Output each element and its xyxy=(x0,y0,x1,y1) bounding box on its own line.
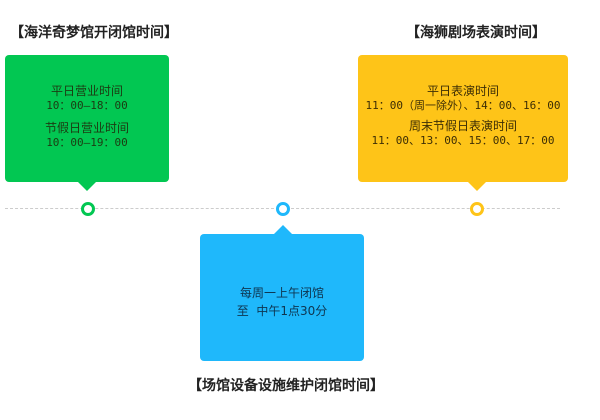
weekday-show-label: 平日表演时间 xyxy=(426,84,499,98)
holiday-hours-value: 10：00—19：00 xyxy=(46,136,128,149)
timeline-dot-ocean-dream xyxy=(81,202,95,216)
weekend-show-times: 11：00、13：00、15：00、17：00 xyxy=(371,134,555,147)
maintenance-card-pointer xyxy=(274,225,292,234)
lion-show-heading: 【海狮剧场表演时间】 xyxy=(406,25,546,41)
timeline-dot-lion-show xyxy=(470,202,484,216)
weekday-show-times: 11：00（周一除外）、14：00、16：00 xyxy=(365,99,561,112)
ocean-dream-card-pointer xyxy=(78,182,96,191)
maintenance-line-1: 每周一上午闭馆 xyxy=(239,286,324,300)
ocean-dream-hours-card: 平日营业时间 10：00—18：00 节假日营业时间 10：00—19：00 xyxy=(5,55,169,182)
maintenance-closure-card: 每周一上午闭馆 至 中午1点30分 xyxy=(200,234,364,361)
weekday-hours-value: 10：00—18：00 xyxy=(46,99,128,112)
maintenance-line-2: 至 中午1点30分 xyxy=(236,304,328,318)
ocean-dream-heading: 【海洋奇梦馆开闭馆时间】 xyxy=(10,25,178,41)
lion-show-times-card: 平日表演时间 11：00（周一除外）、14：00、16：00 周末节假日表演时间… xyxy=(358,55,568,182)
lion-show-card-pointer xyxy=(468,182,486,191)
holiday-hours-label: 节假日营业时间 xyxy=(44,121,129,135)
timeline-dot-maintenance xyxy=(276,202,290,216)
weekday-hours-label: 平日营业时间 xyxy=(50,84,123,98)
weekend-show-label: 周末节假日表演时间 xyxy=(408,119,517,133)
maintenance-heading: 【场馆设备设施维护闭馆时间】 xyxy=(188,378,384,394)
